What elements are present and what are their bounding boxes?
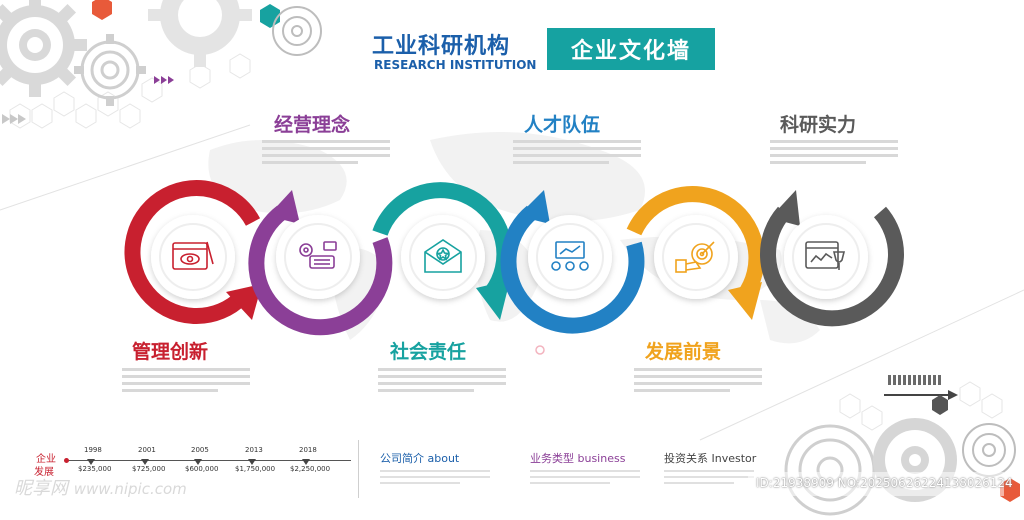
watermark-right: ID:21938909 NO:20250626224138026124 — [756, 476, 1013, 490]
timeline-marker — [248, 459, 256, 465]
section-title-development: 发展前景 — [645, 341, 722, 363]
arc-business — [248, 190, 393, 336]
timeline-value: $235,000 — [78, 465, 112, 473]
section-title-talent: 人才队伍 — [524, 114, 601, 136]
timeline-value: $600,000 — [185, 465, 219, 473]
award-mail-icon — [424, 239, 462, 273]
section-title-social: 社会责任 — [390, 341, 467, 363]
culture-wall-badge: 企业文化墙 — [547, 28, 715, 70]
web-design-icon — [172, 241, 214, 270]
target-goal-icon — [675, 241, 715, 273]
watermark-url: www.nipic.com — [73, 480, 187, 498]
divider — [358, 440, 359, 498]
settings-keyboard-icon — [299, 241, 337, 269]
text-lines — [530, 470, 640, 488]
timeline-value: $725,000 — [132, 465, 166, 473]
team-meeting-icon — [551, 241, 589, 271]
arc-talent — [500, 190, 645, 334]
arc-management — [124, 180, 262, 324]
timeline-marker — [194, 459, 202, 465]
text-lines — [378, 368, 506, 396]
arc-research — [760, 190, 904, 327]
timeline-value: $1,750,000 — [235, 465, 276, 473]
timeline-label-bottom: 发展 — [34, 467, 54, 478]
timeline-marker — [302, 459, 310, 465]
timeline-start-dot — [64, 458, 69, 463]
watermark-left: 昵享网 www.nipic.com — [14, 474, 187, 500]
timeline-year: 2013 — [245, 446, 263, 454]
trophy-chart-icon — [805, 241, 846, 270]
text-lines — [664, 470, 754, 488]
footer-investor: 投资关系 Investor — [664, 452, 757, 465]
text-lines — [513, 140, 641, 168]
timeline-value: $2,250,000 — [290, 465, 331, 473]
gear-icon — [0, 0, 87, 97]
gear-icon — [74, 34, 146, 106]
timeline-label-top: 企业 — [36, 454, 56, 465]
section-title-business: 经营理念 — [274, 114, 351, 136]
title-en: RESEARCH INSTITUTION — [374, 58, 537, 72]
text-lines — [770, 140, 898, 168]
section-title-management: 管理创新 — [132, 341, 209, 363]
footer-about: 公司简介 about — [380, 452, 460, 465]
timeline-marker — [87, 459, 95, 465]
timeline-axis — [66, 460, 351, 461]
arc-development — [626, 186, 765, 320]
footer-business: 业务类型 business — [530, 452, 626, 465]
header: 工业科研机构 RESEARCH INSTITUTION 企业文化墙 — [372, 24, 732, 74]
text-lines — [380, 470, 490, 488]
section-title-research: 科研实力 — [780, 114, 857, 136]
timeline-year: 2001 — [138, 446, 156, 454]
timeline-year: 1998 — [84, 446, 102, 454]
watermark-bar — [748, 472, 1004, 496]
title-cn: 工业科研机构 — [372, 34, 511, 59]
text-lines — [634, 368, 762, 396]
text-lines — [122, 368, 250, 396]
text-lines — [262, 140, 390, 168]
timeline-year: 2018 — [299, 446, 317, 454]
timeline-marker — [141, 459, 149, 465]
gear-icon — [148, 0, 252, 67]
watermark-brand: 昵享网 — [14, 478, 68, 499]
timeline-year: 2005 — [191, 446, 209, 454]
gear-icon — [272, 6, 322, 56]
